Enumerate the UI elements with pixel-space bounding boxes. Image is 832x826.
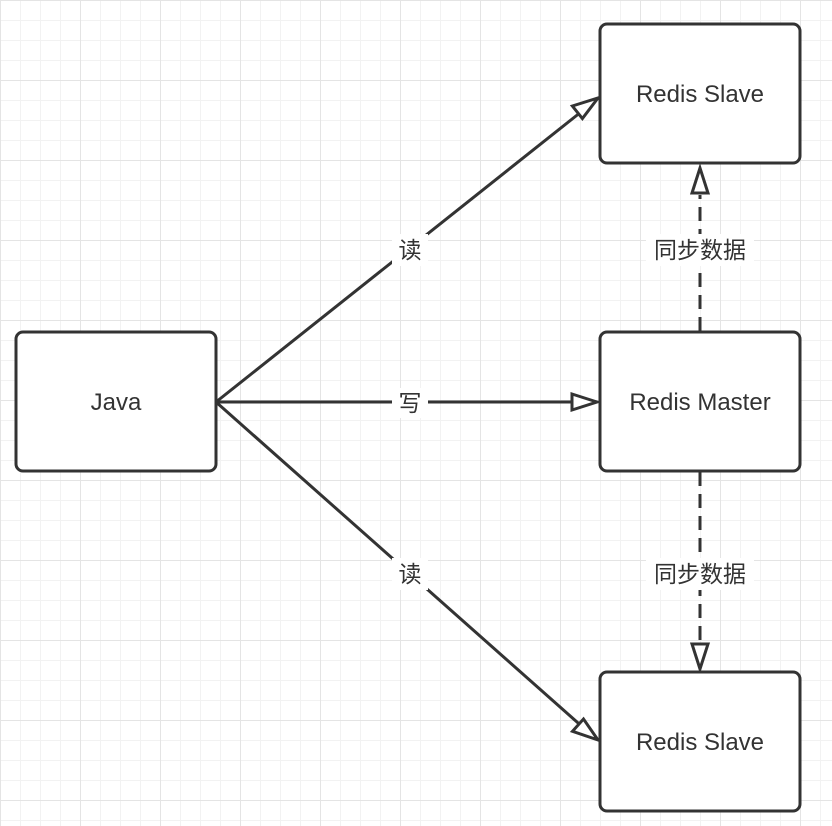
edge-java-to-master: 写	[216, 388, 602, 418]
edge-label-write: 写	[399, 391, 422, 417]
arrow-head	[569, 716, 602, 743]
node-redis-slave-top[interactable]: Redis Slave	[598, 22, 802, 165]
node-box	[14, 330, 218, 473]
arrow-head	[570, 391, 602, 413]
edge-label-sync-bottom: 同步数据	[654, 562, 746, 588]
node-java[interactable]: Java	[14, 330, 218, 473]
node-box	[598, 330, 802, 473]
node-box	[598, 670, 802, 813]
edge-java-to-slave-bottom: 读	[215, 400, 602, 743]
node-label-java: Java	[91, 389, 142, 416]
edge-master-to-slave-top: 同步数据	[646, 163, 754, 331]
edge-label-read-bottom: 读	[399, 562, 422, 588]
node-redis-master[interactable]: Redis Master	[598, 330, 802, 473]
node-label-redis-master: Redis Master	[629, 389, 770, 416]
edge-label-sync-top: 同步数据	[654, 238, 746, 264]
arrow-head	[689, 163, 711, 195]
arrow-head	[689, 642, 711, 674]
node-redis-slave-bottom[interactable]: Redis Slave	[598, 670, 802, 813]
node-label-redis-slave-top: Redis Slave	[636, 81, 764, 108]
edge-master-to-slave-bottom: 同步数据	[646, 472, 754, 674]
edge-label-read-top: 读	[399, 238, 422, 264]
edge-java-to-slave-top: 读	[215, 95, 603, 404]
node-label-redis-slave-bottom: Redis Slave	[636, 729, 764, 756]
arrow-head	[569, 95, 603, 121]
node-box	[598, 22, 802, 165]
